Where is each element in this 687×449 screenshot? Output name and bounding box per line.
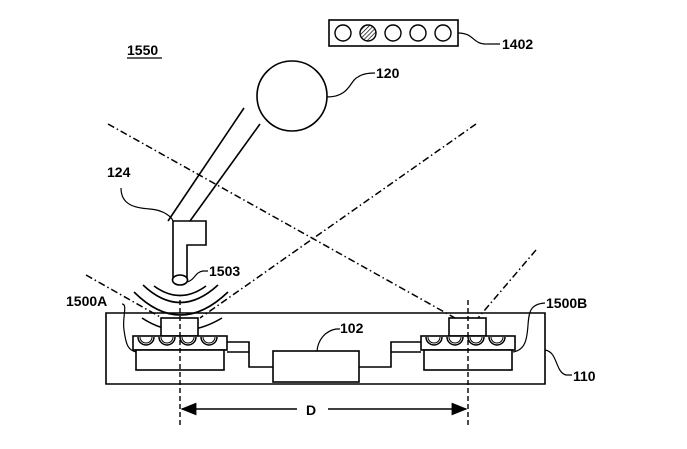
- probe-tip: 124 1503: [107, 164, 240, 286]
- controller-label: 120: [376, 65, 400, 81]
- distance-label: D: [306, 402, 316, 418]
- sensor-cell: [446, 336, 464, 346]
- sensor-cell: [467, 336, 485, 346]
- led: [434, 24, 452, 42]
- processor-label: 102: [340, 320, 364, 336]
- sensor-cell-inner: [181, 336, 195, 344]
- sensor-cell: [158, 336, 176, 346]
- sensor-cell: [179, 336, 197, 346]
- led: [384, 24, 402, 42]
- sensor-cell-inner: [160, 336, 174, 344]
- sensor-cell-inner: [469, 336, 483, 344]
- sensor-a: 1500A: [66, 293, 228, 371]
- wire-right: [359, 341, 421, 368]
- emitter: [171, 274, 189, 286]
- wave-1: [153, 285, 207, 297]
- housing-label: 110: [573, 368, 596, 384]
- housing-outline: [105, 312, 546, 385]
- processor-box: [272, 350, 360, 383]
- sensor-cell: [425, 336, 443, 346]
- emitter-label: 1503: [209, 263, 240, 279]
- processor: 102: [227, 320, 421, 383]
- fov-line-left-sensor-b: [107, 123, 456, 319]
- distance-dimension: D: [179, 300, 469, 428]
- sensor-cell: [488, 336, 506, 346]
- fov-line-right-sensor-a: [199, 123, 477, 319]
- led: [334, 24, 352, 42]
- controller: 120: [167, 60, 400, 222]
- figure-id-label: 1550: [127, 42, 158, 58]
- wire-left: [227, 341, 273, 368]
- indicator-panel-label: 1402: [502, 36, 533, 52]
- figure-id: 1550: [127, 42, 162, 59]
- led: [409, 24, 427, 42]
- led-group: [334, 24, 452, 42]
- indicator-panel: 1402: [328, 19, 533, 52]
- probe-tip-label: 124: [107, 164, 131, 180]
- sensor-cell-inner: [139, 336, 153, 344]
- sensor-cell: [200, 336, 218, 346]
- fov-line-right-outer: [477, 249, 537, 319]
- sensor-a-label: 1500A: [66, 293, 107, 309]
- signal-waves: [133, 284, 229, 332]
- arm-edge-left: [167, 107, 245, 222]
- housing: 110: [105, 312, 596, 385]
- probe-body: [172, 220, 207, 280]
- controller-ball: [256, 60, 328, 132]
- sensor-b-label: 1500B: [546, 295, 587, 311]
- sensor-b: 1500B: [420, 295, 587, 371]
- sensor-cell-inner: [427, 336, 441, 344]
- field-of-view-lines: [85, 123, 537, 319]
- wave-3: [133, 291, 229, 316]
- sensor-cell-inner: [448, 336, 462, 344]
- fov-line-left-outer: [85, 274, 163, 319]
- sensor-cell-inner: [202, 336, 216, 344]
- led-active: [359, 24, 377, 42]
- wave-2: [142, 284, 219, 304]
- arm-edge-right: [189, 123, 261, 222]
- sensor-cell: [137, 336, 155, 346]
- sensor-cell-inner: [490, 336, 504, 344]
